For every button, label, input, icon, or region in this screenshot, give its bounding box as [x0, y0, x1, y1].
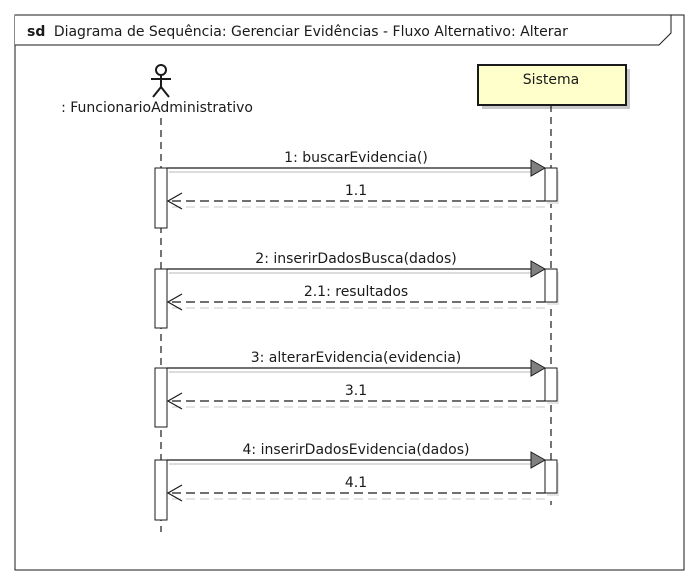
system-activation-bar — [544, 268, 558, 303]
system-box — [477, 64, 627, 106]
system-activation-bar — [544, 167, 558, 202]
frame-keyword: sd — [27, 24, 45, 40]
frame-label-box — [15, 14, 672, 46]
reply-arrowhead — [166, 293, 183, 311]
call-message-label: 2: inserirDadosBusca(dados) — [255, 251, 456, 267]
reply-arrowhead — [166, 192, 183, 210]
actor-icon — [151, 64, 171, 98]
actor-activation-bar — [154, 367, 168, 428]
actor-activation-bar — [154, 268, 168, 329]
call-message-label: 1: buscarEvidencia() — [284, 150, 428, 166]
call-arrowhead — [530, 260, 547, 278]
actor-activation-bar — [154, 459, 168, 521]
call-message-label: 3: alterarEvidencia(evidencia) — [251, 350, 462, 366]
system-activation-bar — [544, 367, 558, 402]
call-arrowhead — [530, 451, 547, 469]
call-arrowhead — [530, 359, 547, 377]
system-activation-bar — [544, 459, 558, 494]
reply-message-label: 3.1 — [345, 383, 367, 399]
call-message-label: 4: inserirDadosEvidencia(dados) — [243, 442, 470, 458]
system-label: Sistema — [523, 72, 579, 88]
reply-message-label: 2.1: resultados — [304, 284, 408, 300]
reply-message-label: 4.1 — [345, 475, 367, 491]
frame-label: sd Diagrama de Sequência: Gerenciar Evid… — [27, 24, 568, 40]
frame-title: Diagrama de Sequência: Gerenciar Evidênc… — [54, 24, 568, 40]
call-arrowhead — [530, 159, 547, 177]
actor-label: : FuncionarioAdministrativo — [61, 100, 253, 116]
reply-message-label: 1.1 — [345, 183, 367, 199]
reply-arrowhead — [166, 392, 183, 410]
reply-arrowhead — [166, 484, 183, 502]
actor-activation-bar — [154, 167, 168, 229]
